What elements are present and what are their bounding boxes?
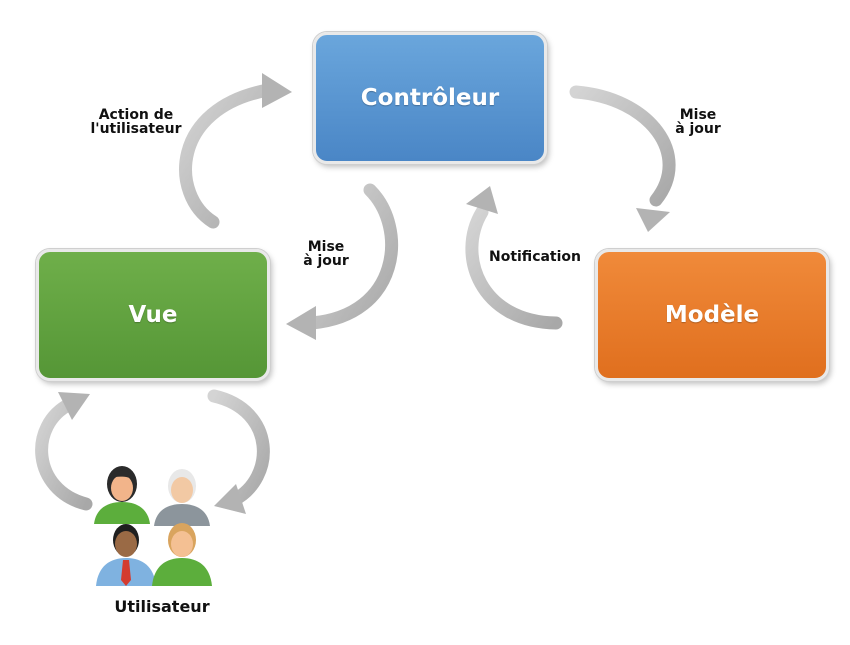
action-label-line1: Action de [98, 107, 174, 123]
action-label-line2: l'utilisateur [90, 121, 182, 137]
arrow-action-utilisateur [179, 73, 292, 229]
mise-a-jour-vue-label: Mise à jour [286, 240, 366, 268]
arrow-mise-a-jour-modele [569, 85, 676, 232]
mise-a-jour-vue-line1: Mise [307, 239, 345, 255]
user-elder-icon [154, 469, 210, 526]
user-man-tie-icon [96, 524, 156, 586]
user-young-man-icon [152, 523, 212, 586]
arrow-mise-a-jour-vue [286, 183, 399, 340]
users-icon [94, 466, 212, 586]
mise-a-jour-modele-line2: à jour [675, 121, 721, 137]
modele-box: Modèle [595, 249, 829, 381]
mise-a-jour-modele-label: Mise à jour [658, 108, 738, 136]
arrow-vue-utilisateur [207, 389, 270, 514]
arrow-utilisateur-vue [35, 392, 93, 511]
modele-label: Modèle [664, 302, 760, 328]
controleur-label: Contrôleur [360, 85, 500, 111]
mise-a-jour-vue-line2: à jour [303, 253, 349, 269]
controleur-box: Contrôleur [313, 32, 547, 164]
vue-box: Vue [36, 249, 270, 381]
arrow-notification [465, 186, 563, 330]
vue-label: Vue [128, 302, 178, 328]
mise-a-jour-modele-line1: Mise [679, 107, 717, 123]
notification-label: Notification [488, 249, 582, 265]
user-woman-icon [94, 466, 150, 524]
action-utilisateur-label: Action de l'utilisateur [66, 108, 206, 136]
utilisateur-label: Utilisateur [114, 597, 210, 616]
